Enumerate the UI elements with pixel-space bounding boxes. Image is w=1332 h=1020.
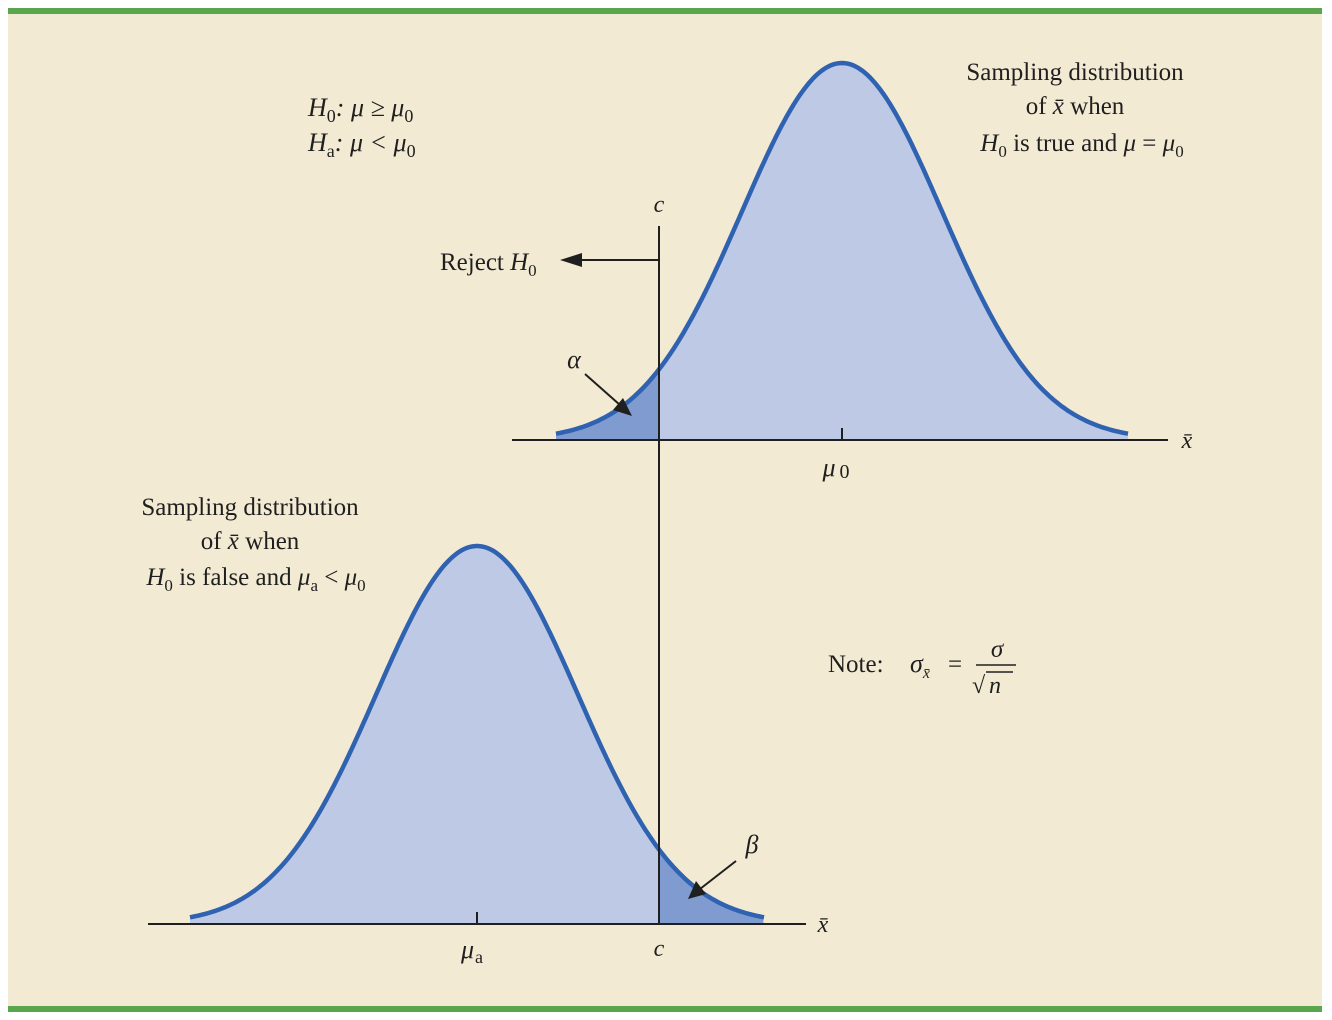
note-sigma-xbar: σx̄ <box>910 649 930 682</box>
critical-c-top: c <box>654 192 665 218</box>
bottom-label-line2: of x̄ when <box>201 528 300 555</box>
beta-label: β <box>745 830 759 859</box>
ha-hypothesis: Ha: μ < μ0 <box>307 128 416 161</box>
bottom-curve-fill <box>190 546 764 924</box>
beta-arrow-head <box>688 881 706 899</box>
h0-hypothesis: H0: μ ≥ μ0 <box>307 93 413 126</box>
top-curve-line <box>555 60 1129 436</box>
alpha-label: α <box>567 345 582 374</box>
note-equals: = <box>948 651 962 678</box>
mua-axis-label: μa <box>460 935 483 967</box>
top-label-line2: of x̄ when <box>1026 93 1125 120</box>
note-radical: √ <box>972 673 986 699</box>
top-curve-fill <box>556 63 1128 440</box>
alpha-arrow-head <box>613 398 632 416</box>
note-label: Note: <box>828 651 884 678</box>
alpha-region <box>556 370 658 440</box>
beta-arrow-shaft <box>699 860 737 890</box>
reject-arrow-head <box>560 253 582 267</box>
bottom-axis-xbar-label: x̄ <box>817 912 829 938</box>
bottom-label-line3: H0 is false and μa < μ0 <box>145 564 365 595</box>
figure-panel <box>8 8 1322 1012</box>
note-n: n <box>989 673 1001 699</box>
reject-label: Reject H0 <box>440 249 537 280</box>
bottom-curve-line <box>189 543 765 920</box>
top-axis-xbar-label: x̄ <box>1181 428 1193 454</box>
top-label-line3: H0 is true and μ = μ0 <box>979 130 1183 161</box>
bottom-label-line1: Sampling distribution <box>141 494 359 521</box>
critical-c-bottom: c <box>654 936 665 962</box>
alpha-arrow-shaft <box>584 373 621 406</box>
note-numerator: σ <box>991 636 1005 663</box>
top-label-line1: Sampling distribution <box>966 59 1184 86</box>
beta-region <box>659 849 763 924</box>
